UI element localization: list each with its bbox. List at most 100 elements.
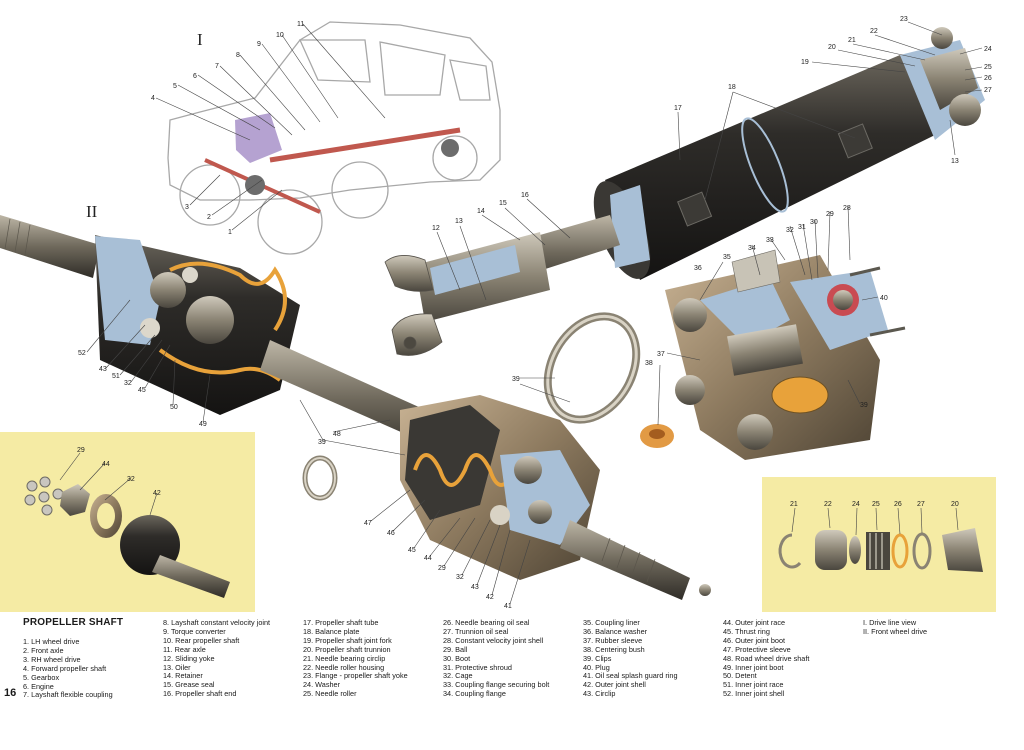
view-label-I: I: [197, 30, 203, 49]
callout: 2: [207, 214, 211, 221]
callout: 9: [257, 41, 261, 48]
legend-item: 36. Balance washer: [583, 626, 648, 636]
callout: 44: [102, 461, 110, 468]
callout: 23: [900, 16, 908, 23]
legend-item: 3. RH wheel drive: [23, 654, 81, 664]
legend-item: 40. Plug: [583, 662, 610, 672]
callout: 17: [674, 105, 682, 112]
callout: 18: [728, 84, 736, 91]
callout: 40: [880, 295, 888, 302]
callout: 14: [477, 208, 485, 215]
legend-item: 18. Balance plate: [303, 626, 360, 636]
callout: 46: [387, 530, 395, 537]
legend-item: 26. Needle bearing oil seal: [443, 618, 530, 627]
callout: 32: [456, 574, 464, 581]
callout: 29: [77, 447, 85, 454]
legend-item: 12. Sliding yoke: [163, 653, 215, 663]
universal-joint-parts: [778, 528, 983, 572]
callout: 31: [798, 224, 806, 231]
legend-item: 22. Needle roller housing: [303, 662, 385, 672]
callout: 39: [512, 376, 520, 383]
callout: 12: [432, 225, 440, 232]
callout: 24: [852, 501, 860, 508]
callout: 39: [516, 377, 524, 384]
callout: 13: [951, 158, 959, 165]
legend-item: 38. Centering bush: [583, 644, 645, 654]
callout: 15: [499, 200, 507, 207]
legend-item: 34. Coupling flange: [443, 689, 506, 699]
view-label-II: II: [86, 202, 98, 221]
callout: 25: [872, 501, 880, 508]
cv-joint-assembly: [665, 249, 906, 460]
callout: 20: [828, 44, 836, 51]
callout: 36: [694, 265, 702, 272]
legend-item: 29. Ball: [443, 644, 468, 654]
callout-numbers: 1 2 3 4 5 6 7 8 9 10 11 12 13 14 15 16 1…: [77, 16, 992, 610]
legend-item: 47. Protective sleeve: [723, 644, 791, 654]
gearbox-shape: [235, 113, 282, 163]
legend-item: 46. Outer joint boot: [723, 635, 786, 645]
sliding-yoke-section: [430, 245, 520, 295]
legend-item: 35. Coupling liner: [583, 618, 640, 627]
callout: 19: [801, 59, 809, 66]
callout: 37: [657, 351, 665, 358]
legend-item: I. Drive line view: [863, 618, 917, 627]
callout: 22: [870, 28, 878, 35]
callout: 51: [112, 373, 120, 380]
propeller-shaft-tube: [593, 27, 985, 280]
legend-item: 25. Needle roller: [303, 689, 357, 699]
legend-item: 8. Layshaft constant velocity joint: [163, 618, 271, 627]
callout: 26: [894, 501, 902, 508]
legend-item: 49. Inner joint boot: [723, 662, 784, 672]
callout: 10: [276, 32, 284, 39]
legend-item: 28. Constant velocity joint shell: [443, 635, 544, 645]
legend-item: 7. Layshaft flexible coupling: [23, 690, 113, 700]
callout: 27: [984, 87, 992, 94]
clip-ring-large: [543, 312, 641, 424]
legend-item: 23. Flange - propeller shaft yoke: [303, 671, 408, 681]
callout: 39: [318, 439, 326, 446]
legend-item: 52. Inner joint shell: [723, 689, 785, 699]
legend-item: 4. Forward propeller shaft: [23, 663, 107, 673]
callout: 1: [228, 229, 232, 236]
legend-item: 1. LH wheel drive: [23, 637, 80, 646]
callout: 8: [236, 52, 240, 59]
callout: 24: [984, 46, 992, 53]
callout: 32: [127, 476, 135, 483]
legend-item: 16. Propeller shaft end: [163, 689, 237, 699]
legend-item: 41. Oil seal splash guard ring: [583, 671, 678, 681]
callout: 5: [173, 83, 177, 90]
callout: 11: [297, 21, 304, 28]
legend-item: 32. Cage: [443, 671, 473, 681]
legend-item: 11. Rear axle: [163, 644, 206, 654]
legend-item: 20. Propeller shaft trunnion: [303, 644, 391, 654]
legend-item: 19. Propeller shaft joint fork: [303, 635, 392, 645]
legend-item: 6. Engine: [23, 681, 54, 691]
legend-item: 2. Front axle: [23, 645, 64, 655]
legend-item: 51. Inner joint race: [723, 680, 784, 690]
legend-item: 48. Road wheel drive shaft: [723, 653, 810, 663]
callout: 4: [151, 95, 155, 102]
callout: 6: [193, 73, 197, 80]
callout: 43: [99, 366, 107, 373]
legend-item: 45. Thrust ring: [723, 626, 770, 636]
callout: 28: [843, 205, 851, 212]
legend-item: 24. Washer: [303, 680, 341, 690]
callout: 49: [199, 421, 207, 428]
legend-item: 50. Detent: [723, 671, 757, 681]
drive-shaft-line: [269, 127, 461, 163]
front-wheel-drive-shaft: [0, 215, 711, 600]
callout: 21: [848, 37, 856, 44]
callout: 22: [824, 501, 832, 508]
callout: 26: [984, 75, 992, 82]
page-number: 16: [4, 687, 17, 699]
drive-line-view: [167, 21, 501, 255]
legend-item: 17. Propeller shaft tube: [303, 618, 379, 627]
callout: 48: [333, 431, 341, 438]
